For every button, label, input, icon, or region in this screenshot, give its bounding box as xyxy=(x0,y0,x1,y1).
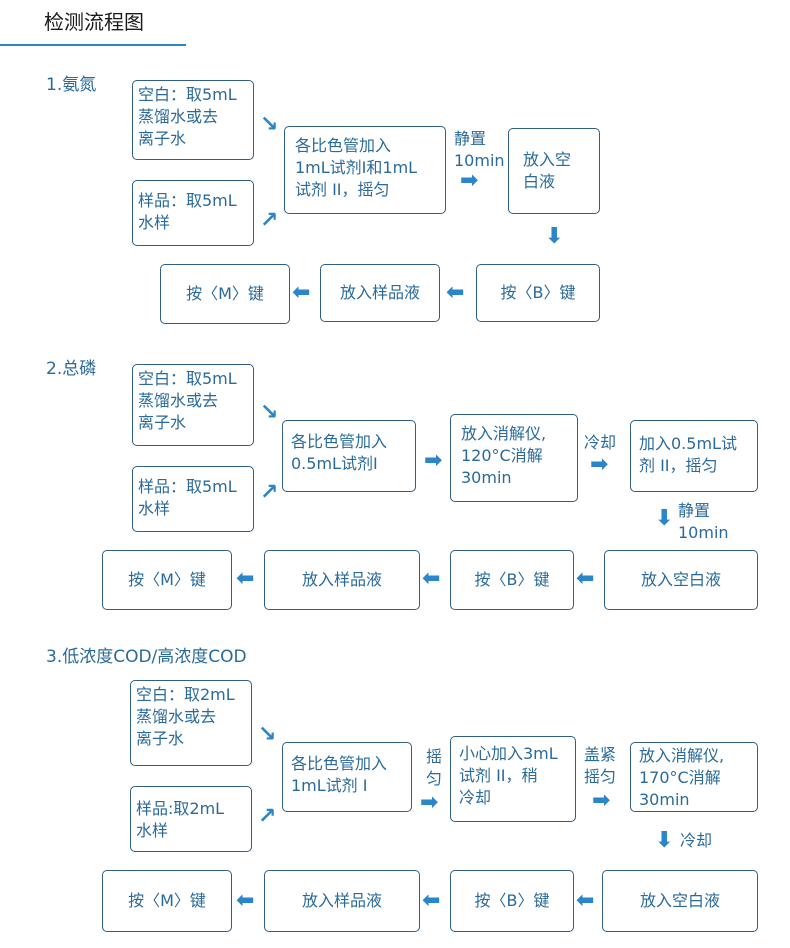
label-rest: 静置 10min xyxy=(678,501,729,542)
step-press-b-box: 按〈B〉键 xyxy=(476,264,600,322)
step-sample-box: 放入样品液 xyxy=(264,550,420,610)
arrow-right-icon: ➡ xyxy=(592,788,611,813)
step-add-reagent-box: 各比色管加入 0.5mL试剂I xyxy=(282,420,416,492)
sample-box: 样品:取2mL 水样 xyxy=(130,786,252,852)
section-title-ammonia: 1.氨氮 xyxy=(46,75,97,95)
arrow-left-icon: ⬅ xyxy=(292,280,311,305)
step-digest-box: 放入消解仪, 120°C消解 30min xyxy=(450,414,578,502)
step-press-b-box: 按〈B〉键 xyxy=(450,870,574,932)
sample-box: 样品：取5mL 水样 xyxy=(132,180,254,246)
arrow-down-icon: ⬇ xyxy=(655,828,674,853)
blank-box: 空白：取5mL 蒸馏水或去 离子水 xyxy=(132,364,254,446)
arrow-down-right-icon: ↘ xyxy=(258,722,277,747)
arrow-up-right-icon: ↗ xyxy=(258,804,277,829)
step-add-reagent2-box: 小心加入3mL 试剂 II，稍 冷却 xyxy=(450,736,576,822)
step-press-b-box: 按〈B〉键 xyxy=(450,550,574,610)
step-blank-box: 放入空 白液 xyxy=(508,128,600,214)
step-add-reagent-box: 各比色管加入 1mL试剂 I xyxy=(282,742,412,812)
blank-box: 空白：取5mL 蒸馏水或去 离子水 xyxy=(132,80,254,160)
step-sample-box: 放入样品液 xyxy=(320,264,440,322)
step-add-reagent2-box: 加入0.5mL试 剂 II，摇匀 xyxy=(630,420,758,492)
arrow-up-right-icon: ↗ xyxy=(260,480,279,505)
step-sample-box: 放入样品液 xyxy=(264,870,420,932)
step-press-m-box: 按〈M〉键 xyxy=(160,264,290,324)
step-blank-box: 放入空白液 xyxy=(602,870,758,932)
label-cool: 冷却 xyxy=(680,831,713,850)
label-shake: 摇 匀 xyxy=(426,747,443,788)
arrow-left-icon: ⬅ xyxy=(236,888,255,913)
title-underline xyxy=(0,44,186,46)
arrow-left-icon: ⬅ xyxy=(422,888,441,913)
section-title-phosphorus: 2.总磷 xyxy=(46,359,97,379)
arrow-left-icon: ⬅ xyxy=(576,566,595,591)
page-title: 检测流程图 xyxy=(44,10,144,34)
section-title-cod: 3.低浓度COD/高浓度COD xyxy=(46,647,247,667)
arrow-left-icon: ⬅ xyxy=(576,888,595,913)
step-digest-box: 放入消解仪, 170°C消解 30min xyxy=(630,742,758,812)
arrow-left-icon: ⬅ xyxy=(446,280,465,305)
label-rest: 静置 10min xyxy=(454,129,505,170)
arrow-down-right-icon: ↘ xyxy=(260,400,279,425)
label-cap-shake: 盖紧 摇匀 xyxy=(584,745,617,786)
arrow-down-icon: ⬇ xyxy=(655,506,674,531)
step-blank-box: 放入空白液 xyxy=(604,550,758,610)
sample-box: 样品：取5mL 水样 xyxy=(132,466,254,532)
arrow-down-icon: ⬇ xyxy=(545,224,564,249)
arrow-left-icon: ⬅ xyxy=(236,566,255,591)
arrow-right-icon: ➡ xyxy=(420,790,439,815)
blank-box: 空白：取2mL 蒸馏水或去 离子水 xyxy=(130,680,252,766)
step-add-reagent-box: 各比色管加入 1mL试剂I和1mL 试剂 II，摇匀 xyxy=(284,126,446,214)
arrow-left-icon: ⬅ xyxy=(422,566,441,591)
step-press-m-box: 按〈M〉键 xyxy=(102,550,232,610)
step-press-m-box: 按〈M〉键 xyxy=(102,870,232,932)
arrow-up-right-icon: ↗ xyxy=(260,208,279,233)
arrow-right-icon: ➡ xyxy=(424,448,443,473)
arrow-right-icon: ➡ xyxy=(460,168,479,193)
arrow-right-icon: ➡ xyxy=(590,452,609,477)
arrow-down-right-icon: ↘ xyxy=(260,112,279,137)
label-cool: 冷却 xyxy=(584,433,617,452)
